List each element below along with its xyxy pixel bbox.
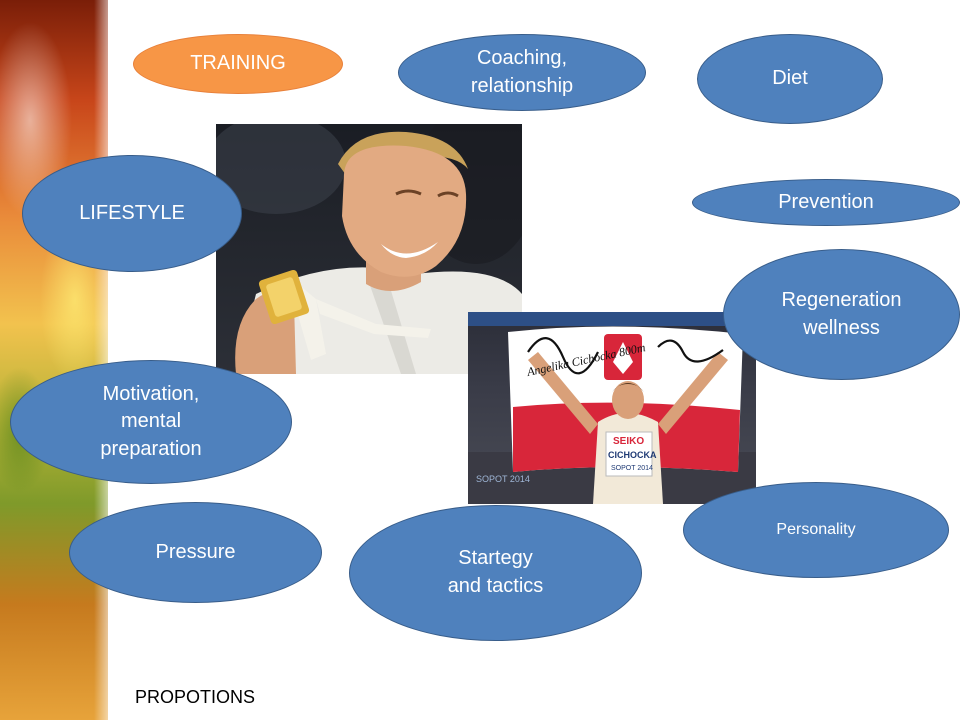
node-coaching-relationship: Coaching, relationship	[398, 34, 646, 111]
bib-sponsor-text: SEIKO	[613, 436, 644, 447]
node-lifestyle: LIFESTYLE	[22, 155, 242, 272]
node-regeneration-wellness: Regeneration wellness	[723, 249, 960, 380]
node-personality: Personality	[683, 482, 949, 578]
node-diet: Diet	[697, 34, 883, 124]
bib-event-text: SOPOT 2014	[611, 465, 653, 472]
footer-label: PROPOTIONS	[135, 687, 256, 707]
node-pressure: Pressure	[69, 502, 322, 603]
board-text: SOPOT 2014	[476, 474, 530, 484]
athlete-medal-illustration	[216, 124, 522, 374]
node-training: TRAINING	[133, 34, 343, 94]
decorative-side-band	[0, 0, 108, 720]
node-motivation-mental-preparation: Motivation, mental preparation	[10, 360, 292, 484]
runner-flag-photo: Angelika Cichocka 800m SEIKO CICHOCKA SO…	[468, 312, 756, 504]
athlete-medal-photo	[216, 124, 522, 374]
node-prevention: Prevention	[692, 179, 960, 226]
bib-name-text: CICHOCKA	[608, 450, 657, 460]
runner-flag-illustration: Angelika Cichocka 800m SEIKO CICHOCKA SO…	[468, 312, 756, 504]
node-strategy-and-tactics: Startegy and tactics	[349, 505, 642, 641]
